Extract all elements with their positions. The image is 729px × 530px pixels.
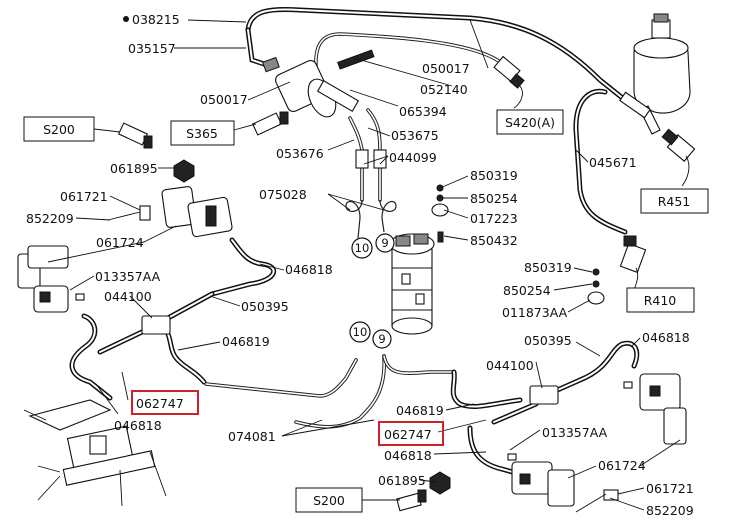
label-s200-top: S200	[43, 122, 75, 137]
label-r410: R410	[644, 293, 677, 308]
label-011873AA: 011873AA	[502, 305, 568, 320]
label-061724-right: 061724	[598, 458, 646, 473]
label-053676: 053676	[276, 146, 324, 161]
label-050395-left: 050395	[241, 299, 289, 314]
label-850319-right: 850319	[524, 260, 572, 275]
label-062747-right: 062747	[384, 427, 432, 442]
label-050395-right: 050395	[524, 333, 572, 348]
right-caliper-group	[429, 373, 687, 513]
circle-label-10-top: 10	[355, 241, 370, 255]
accumulator-component	[619, 13, 691, 135]
valve-block-component	[389, 233, 435, 335]
label-061895-top: 061895	[110, 161, 158, 176]
highlight-062747-left	[131, 390, 199, 415]
cylinder-component	[262, 56, 360, 118]
callout-box-s420a: S420(A)	[496, 109, 564, 135]
bullet-marker	[123, 16, 129, 22]
label-044100-left: 044100	[104, 289, 152, 304]
circle-label-9-bottom: 9	[378, 332, 385, 346]
label-013357AA-right: 013357AA	[542, 425, 608, 440]
spring-component	[337, 49, 375, 70]
label-r451: R451	[658, 194, 691, 209]
label-013357AA-left: 013357AA	[95, 269, 161, 284]
connector-r410	[619, 235, 647, 291]
label-050017-left: 050017	[200, 92, 248, 107]
label-046818-left-bottom: 046818	[114, 418, 162, 433]
label-850254-right: 850254	[503, 283, 551, 298]
label-s200-bottom: S200	[313, 493, 345, 508]
callout-box-s200-top: S200	[23, 116, 121, 142]
label-046818-right-top: 046818	[642, 330, 690, 345]
label-044100-right: 044100	[486, 358, 534, 373]
excavator-illustration	[23, 399, 167, 507]
circle-label-9-top: 9	[381, 236, 388, 250]
hose-lines	[69, 6, 640, 477]
label-s365: S365	[186, 126, 218, 141]
label-035157: 035157	[128, 41, 176, 56]
components	[17, 13, 696, 513]
left-caliper-group	[17, 159, 233, 335]
highlight-062747-right	[378, 421, 444, 446]
circle-label-10-bottom: 10	[353, 325, 368, 339]
leader-lines	[47, 19, 681, 511]
label-062747-left: 062747	[136, 396, 184, 411]
label-050017-top: 050017	[422, 61, 470, 76]
label-061895-bottom: 061895	[378, 473, 426, 488]
label-038215: 038215	[132, 12, 180, 27]
callout-box-r410: R410	[626, 287, 695, 313]
label-850319-top: 850319	[470, 168, 518, 183]
label-046818-left-top: 046818	[285, 262, 333, 277]
part-labels: 038215 035157 050017 050017 052140 06539…	[26, 12, 694, 518]
label-852209-right: 852209	[646, 503, 694, 518]
label-852209-left: 852209	[26, 211, 74, 226]
callout-box-s365: S365	[170, 120, 257, 146]
label-046819-left: 046819	[222, 334, 270, 349]
label-s420a: S420(A)	[505, 115, 555, 130]
connector-r451	[661, 128, 696, 187]
label-850254-top: 850254	[470, 191, 518, 206]
label-061721-right: 061721	[646, 481, 694, 496]
callout-box-r451: R451	[640, 188, 709, 214]
connector-s420	[493, 55, 525, 109]
label-017223: 017223	[470, 211, 518, 226]
label-053675: 053675	[391, 128, 439, 143]
label-061724-left: 061724	[96, 235, 144, 250]
label-045671: 045671	[589, 155, 637, 170]
label-046818-right-bottom: 046818	[384, 448, 432, 463]
callout-box-s200-bottom: S200	[295, 487, 400, 513]
label-065394: 065394	[399, 104, 447, 119]
label-850432: 850432	[470, 233, 518, 248]
label-074081: 074081	[228, 429, 276, 444]
plug-connectors	[117, 111, 427, 512]
label-061721-left: 061721	[60, 189, 108, 204]
label-044099: 044099	[389, 150, 437, 165]
label-046819-right: 046819	[396, 403, 444, 418]
circle-markers: 10 9 10 9	[349, 233, 395, 349]
label-075028: 075028	[259, 187, 307, 202]
label-052140: 052140	[420, 82, 468, 97]
